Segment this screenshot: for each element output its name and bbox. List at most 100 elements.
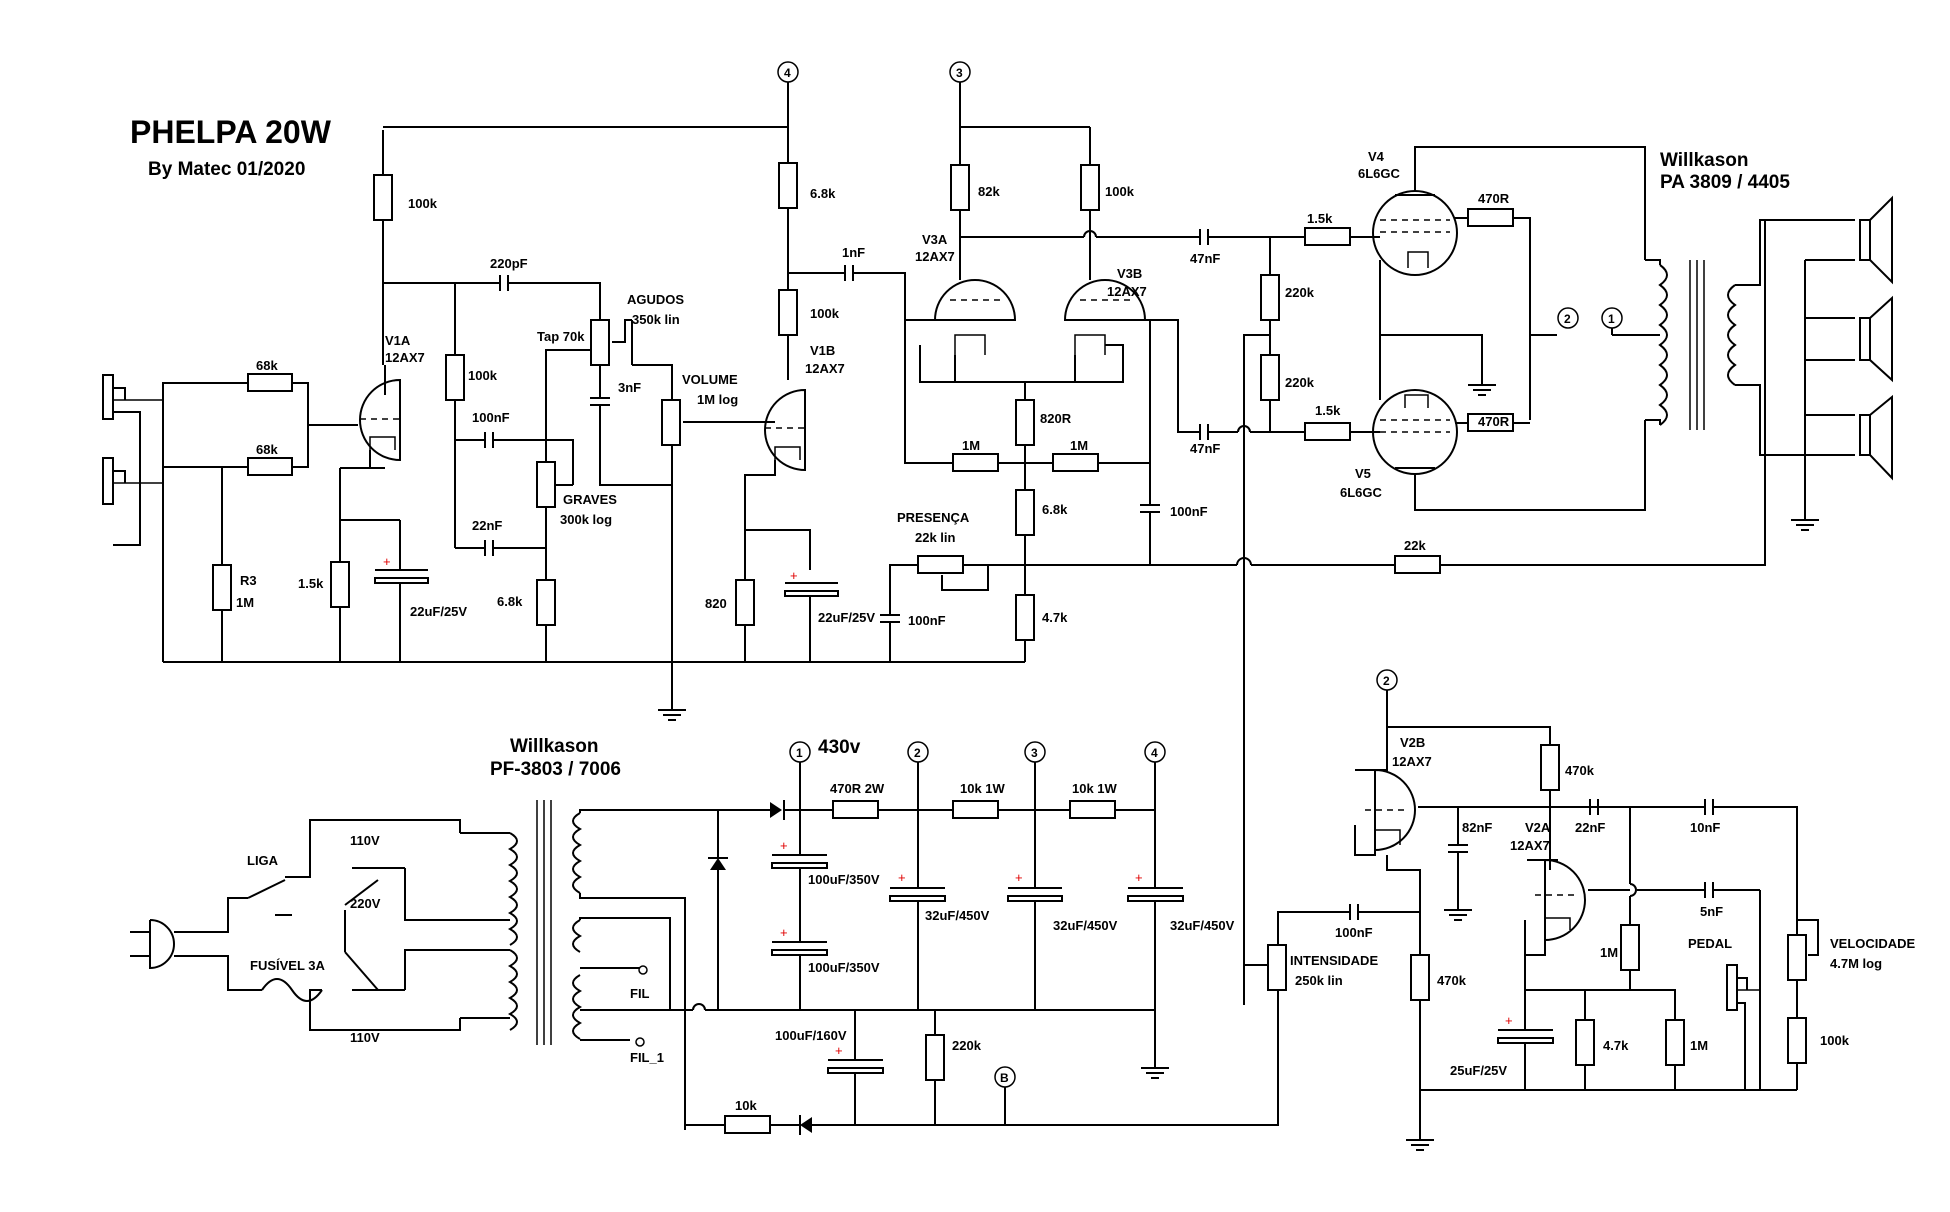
tube-v2a [1527,858,1586,942]
pedal-jack [1726,964,1760,1011]
label-6-8k-b: 6.8k [810,186,836,201]
label-intensidade-value: 250k lin [1295,973,1343,988]
label-presenca-value: 22k lin [915,530,956,545]
resistor-100k-d [1080,164,1100,211]
schematic-subtitle: By Matec 01/2020 [148,159,305,180]
tube-v5 [1372,389,1458,475]
label-22k: 22k [1404,538,1426,553]
label-fusivel: FUSÍVEL 3A [250,958,326,973]
label-100nf-b: 100nF [908,613,946,628]
mains-plug-icon [130,919,175,970]
label-velocidade: VELOCIDADE [1830,936,1916,951]
label-node-2-ps: 2 [914,746,921,760]
label-node-4-ps: 4 [1151,746,1158,760]
label-pedal: PEDAL [1688,936,1732,951]
label-1m-b: 1M [1070,438,1088,453]
label-v5-type: 6L6GC [1340,485,1383,500]
label-graves: GRAVES [563,492,617,507]
label-v2b-type: 12AX7 [1392,754,1432,769]
resistor-4-7k-b [1575,1019,1595,1066]
tube-v2b [1355,768,1416,852]
resistor-6-8k-c [1015,489,1035,536]
resistor-6-8k-a [536,579,556,626]
label-1-5k-a: 1.5k [1307,211,1333,226]
resistor-100k-e [1787,1017,1807,1064]
label-32uf-c: 32uF/450V [1170,918,1235,933]
label-intensidade: INTENSIDADE [1290,953,1378,968]
resistor-470r-a [1467,208,1514,227]
label-32uf-b: 32uF/450V [1053,918,1118,933]
label-22uf-a: 22uF/25V [410,604,467,619]
label-v3b: V3B [1117,266,1142,281]
resistor-82k [950,164,970,211]
label-430v: 430v [818,737,861,758]
switch-liga [247,819,461,916]
label-agudos-value: 350k lin [632,312,680,327]
label-100k-e: 100k [1820,1033,1850,1048]
svg-text:+: + [1135,870,1143,885]
schematic-title: PHELPA 20W [130,114,332,150]
resistor-1m-a [952,453,999,472]
pot-presenca [917,555,964,574]
label-22nf: 22nF [472,518,502,533]
resistor-100k-b [445,354,465,401]
label-node-2-trem: 2 [1383,674,1390,688]
label-fil: FIL [630,986,650,1001]
tube-v1a [345,365,401,462]
label-5nf: 5nF [1700,904,1723,919]
label-1nf: 1nF [842,245,865,260]
label-4-7k-b: 4.7k [1603,1038,1629,1053]
label-v1b-type: 12AX7 [805,361,845,376]
label-v4-type: 6L6GC [1358,166,1401,181]
svg-text:+: + [1015,870,1023,885]
label-25uf: 25uF/25V [1450,1063,1507,1078]
power-transformer-brand: Willkason [510,736,599,757]
label-47nf-a: 47nF [1190,251,1220,266]
svg-text:+: + [383,554,391,569]
label-node-2-ot: 2 [1564,312,1571,326]
label-3nf: 3nF [618,380,641,395]
resistor-68k-2 [247,457,293,476]
pot-graves [536,461,556,508]
label-agudos: AGUDOS [627,292,684,307]
tube-v4 [1372,190,1458,276]
label-v1b: V1B [810,343,835,358]
input-jack-2 [102,457,163,505]
label-v5: V5 [1355,466,1371,481]
label-22uf-b: 22uF/25V [818,610,875,625]
label-470k-a: 470k [1565,763,1595,778]
label-v1a-type: 12AX7 [385,350,425,365]
output-transformer [1658,260,1737,430]
tube-v3a [933,279,1017,355]
svg-text:+: + [780,925,788,940]
label-220k-b: 220k [1285,375,1315,390]
resistor-22k [1394,555,1441,574]
ground-symbol-v4v5 [1467,374,1497,396]
label-47nf-b: 47nF [1190,441,1220,456]
label-100nf-c: 100nF [1170,504,1208,519]
label-10nf: 10nF [1690,820,1720,835]
label-100uf-c: 100uF/160V [775,1028,847,1043]
label-4-7k-a: 4.7k [1042,610,1068,625]
resistor-6-8k-b [778,162,798,209]
resistor-10k [724,1115,771,1134]
resistor-220k-a [1260,274,1280,321]
label-68k-2: 68k [256,442,278,457]
label-tap: Tap 70k [537,329,585,344]
label-100k-a: 100k [408,196,438,211]
resistor-68k-1 [247,373,293,392]
node-2-ot [1557,307,1579,329]
fuse-3a [261,978,323,1002]
label-v2b: V2B [1400,735,1425,750]
label-82nf: 82nF [1462,820,1492,835]
label-220k-c: 220k [952,1038,982,1053]
label-velocidade-value: 4.7M log [1830,956,1882,971]
label-470r-b: 470R [1478,414,1510,429]
label-100uf-a: 100uF/350V [808,872,880,887]
ground-symbol-ps [1140,1057,1170,1079]
svg-text:+: + [898,870,906,885]
resistor-220k-b [1260,354,1280,401]
label-110v-b: 110V [350,1030,380,1045]
label-1-5k: 1.5k [298,576,324,591]
label-100nf-a: 100nF [472,410,510,425]
